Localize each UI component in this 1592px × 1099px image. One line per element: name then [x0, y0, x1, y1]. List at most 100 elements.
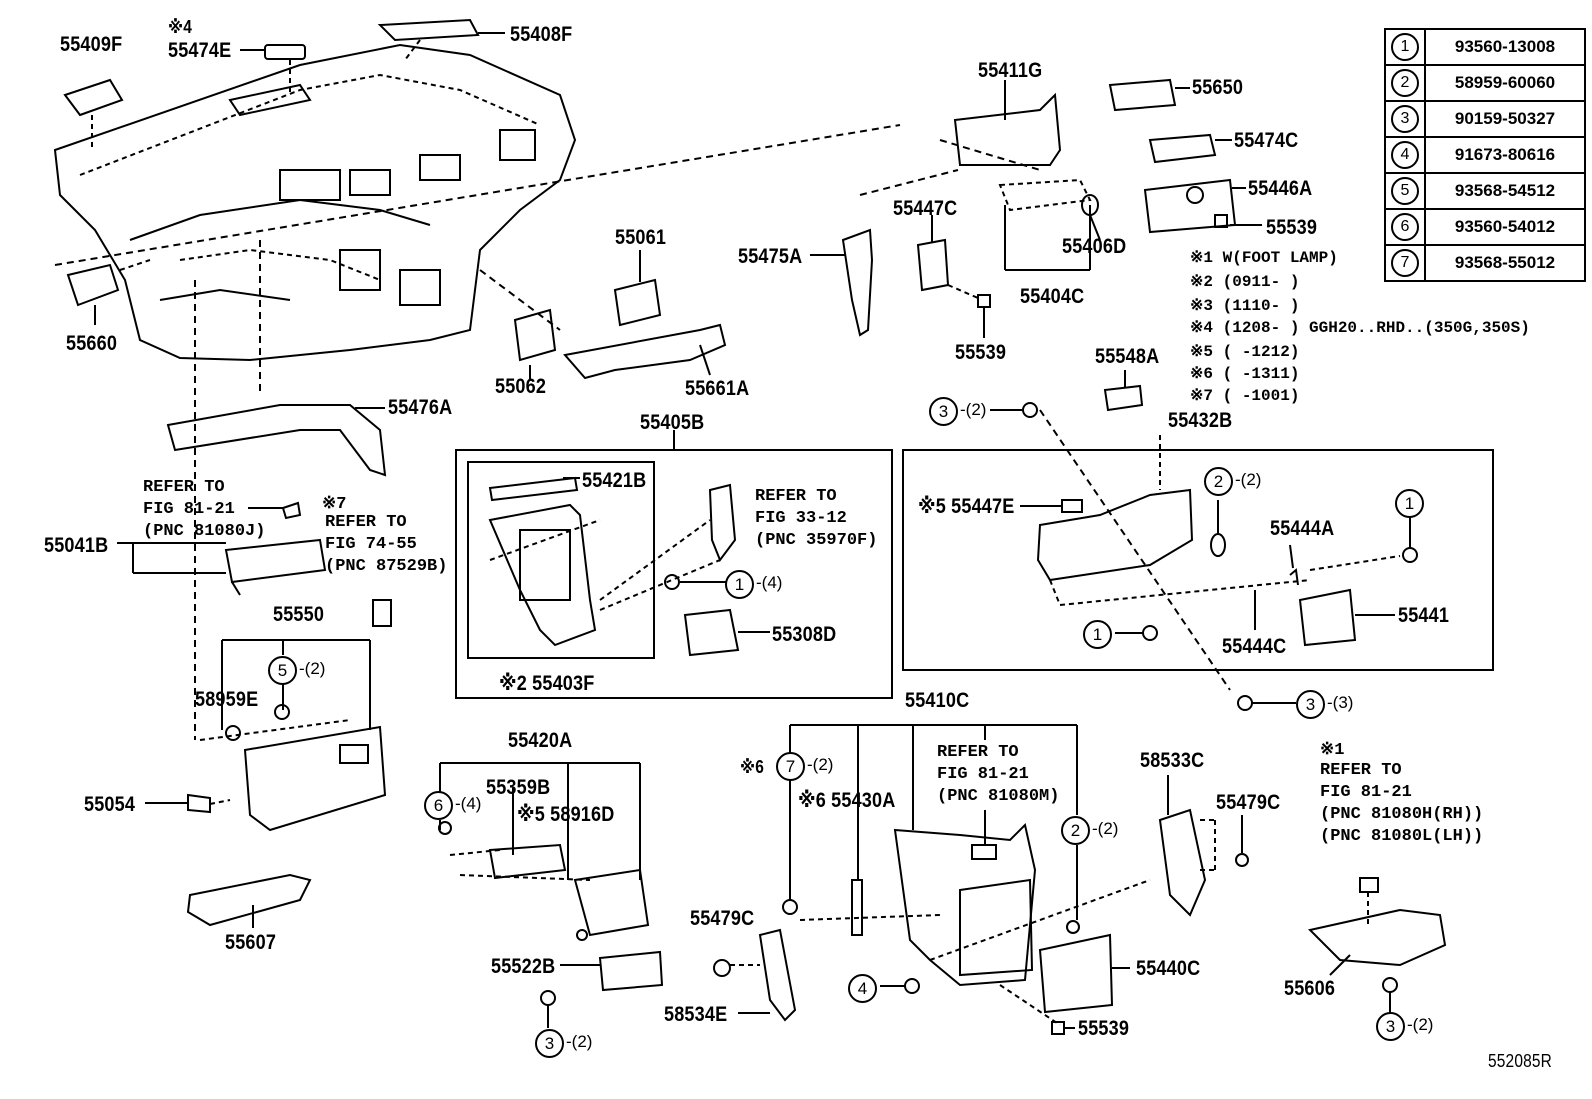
refer-note: REFER TO FIG 81-21 (PNC 81080H(RH)) (PNC… — [1320, 761, 1484, 847]
dashboard-panel-drawing — [53, 43, 577, 362]
part-label-55441: 55441 — [1398, 604, 1450, 627]
note-line: ※1 W(FOOT LAMP) — [1190, 249, 1338, 267]
part-label-55404C: 55404C — [1020, 285, 1085, 308]
callout-circle: 3 — [1376, 1012, 1405, 1041]
note-line: ※5 ( -1212) — [1190, 343, 1300, 361]
legend-part-number: 93560-54012 — [1424, 208, 1586, 246]
part-label-55550: 55550 — [273, 603, 325, 626]
legend-number: 5 — [1391, 177, 1419, 205]
callout-circle: 6 — [424, 791, 453, 820]
legend-part-number: 58959-60060 — [1424, 64, 1586, 102]
legend-part-number: 90159-50327 — [1424, 100, 1586, 138]
part-label-55479C: 55479C — [1216, 791, 1281, 814]
callout-circle: 3 — [929, 397, 958, 426]
callout-quantity: -(2) — [299, 659, 326, 678]
refer-note: REFER TO FIG 33-12 (PNC 35970F) — [755, 487, 878, 551]
part-label-55061: 55061 — [615, 226, 667, 249]
part-label-55409F: 55409F — [60, 33, 123, 56]
callout-circle: 3 — [1296, 690, 1325, 719]
legend-number: 1 — [1391, 33, 1419, 61]
callout-circle: 5 — [268, 656, 297, 685]
legend-row: 5 93568-54512 — [1384, 172, 1586, 210]
note-line: ※6 ( -1311) — [1190, 365, 1300, 383]
note-line: ※2 (0911- ) — [1190, 273, 1300, 291]
part-label-55410C: 55410C — [905, 689, 970, 712]
note-line: ※3 (1110- ) — [1190, 297, 1300, 315]
legend-row: 6 93560-54012 — [1384, 208, 1586, 246]
callout-quantity: -(2) — [566, 1032, 593, 1051]
part-label-58533C: 58533C — [1140, 749, 1205, 772]
part-label-55539: 55539 — [955, 341, 1007, 364]
part-label-55430A: ※6 55430A — [798, 789, 896, 812]
part-label-58959E: 58959E — [195, 688, 259, 711]
callout-quantity: -(2) — [1092, 819, 1119, 838]
legend-part-number: 93560-13008 — [1424, 28, 1586, 66]
part-label-55062: 55062 — [495, 375, 547, 398]
part-label-55444A: 55444A — [1270, 517, 1335, 540]
part-label-55522B: 55522B — [491, 955, 556, 978]
legend-number: 7 — [1391, 249, 1419, 277]
legend-part-number: 93568-55012 — [1424, 244, 1586, 282]
callout-quantity: -(2) — [1407, 1015, 1434, 1034]
callout-circle: 2 — [1204, 467, 1233, 496]
callout-quantity: -(4) — [756, 573, 783, 592]
part-label-55041B: 55041B — [44, 534, 109, 557]
callout-circle: 3 — [535, 1029, 564, 1058]
part-label-55444C: 55444C — [1222, 635, 1287, 658]
part-label-55475A: 55475A — [738, 245, 803, 268]
part-label-55661A: 55661A — [685, 377, 750, 400]
callout-quantity: -(2) — [807, 755, 834, 774]
part-label-55440C: 55440C — [1136, 957, 1201, 980]
refer-note: REFER TO FIG 81-21 (PNC 81080J) — [143, 478, 266, 542]
part-label-55403F: ※2 55403F — [499, 672, 595, 695]
legend-row: 1 93560-13008 — [1384, 28, 1586, 66]
refer-note: REFER TO FIG 74-55 (PNC 87529B) — [325, 513, 448, 577]
part-label-55474C: 55474C — [1234, 129, 1299, 152]
part-label-55421B: 55421B — [582, 469, 647, 492]
callout-quantity: -(4) — [455, 794, 482, 813]
legend-part-number: 93568-54512 — [1424, 172, 1586, 210]
part-label-55406D: 55406D — [1062, 235, 1127, 258]
part-label-55420A: 55420A — [508, 729, 573, 752]
part-label-55474E: 55474E — [168, 39, 232, 62]
footnote-mark: ※7 — [322, 495, 347, 514]
note-line: ※4 (1208- ) GGH20..RHD..(350G,350S) — [1190, 319, 1530, 337]
diagram-code: 552085R — [1488, 1051, 1553, 1071]
part-label-55476A: 55476A — [388, 396, 453, 419]
legend-number: 2 — [1391, 69, 1419, 97]
part-label-55308D: 55308D — [772, 623, 837, 646]
part-label-55359B: 55359B — [486, 776, 551, 799]
callout-circle: 7 — [776, 752, 805, 781]
part-label-55539: 55539 — [1078, 1017, 1130, 1040]
part-label-58534E: 58534E — [664, 1003, 728, 1026]
footnote-mark: ※1 — [1320, 741, 1345, 760]
part-label-55432B: 55432B — [1168, 409, 1233, 432]
footnote-mark: ※4 — [168, 17, 193, 37]
callout-quantity: -(2) — [1235, 470, 1262, 489]
callout-circle: 1 — [725, 570, 754, 599]
part-label-55446A: 55446A — [1248, 177, 1313, 200]
part-label-55054: 55054 — [84, 793, 136, 816]
part-label-55606: 55606 — [1284, 977, 1336, 1000]
legend-row: 4 91673-80616 — [1384, 136, 1586, 174]
legend-row: 3 90159-50327 — [1384, 100, 1586, 138]
part-label-55411G: 55411G — [978, 59, 1043, 82]
refer-note: REFER TO FIG 81-21 (PNC 81080M) — [937, 743, 1060, 807]
legend-part-number: 91673-80616 — [1424, 136, 1586, 174]
part-label-55405B: 55405B — [640, 411, 705, 434]
legend-row: 2 58959-60060 — [1384, 64, 1586, 102]
legend-number: 3 — [1391, 105, 1419, 133]
part-label-55408F: 55408F — [510, 23, 573, 46]
callout-circle: 2 — [1061, 816, 1090, 845]
callout-quantity: -(2) — [960, 400, 987, 419]
callout-circle: 1 — [1083, 620, 1112, 649]
part-55409F-drawing — [63, 78, 124, 117]
legend-number: 4 — [1391, 141, 1419, 169]
part-label-55447E: ※5 55447E — [918, 495, 1015, 518]
legend-number: 6 — [1391, 213, 1419, 241]
part-label-55479C: 55479C — [690, 907, 755, 930]
part-label-58916D: ※5 58916D — [517, 803, 615, 826]
part-label-55607: 55607 — [225, 931, 277, 954]
